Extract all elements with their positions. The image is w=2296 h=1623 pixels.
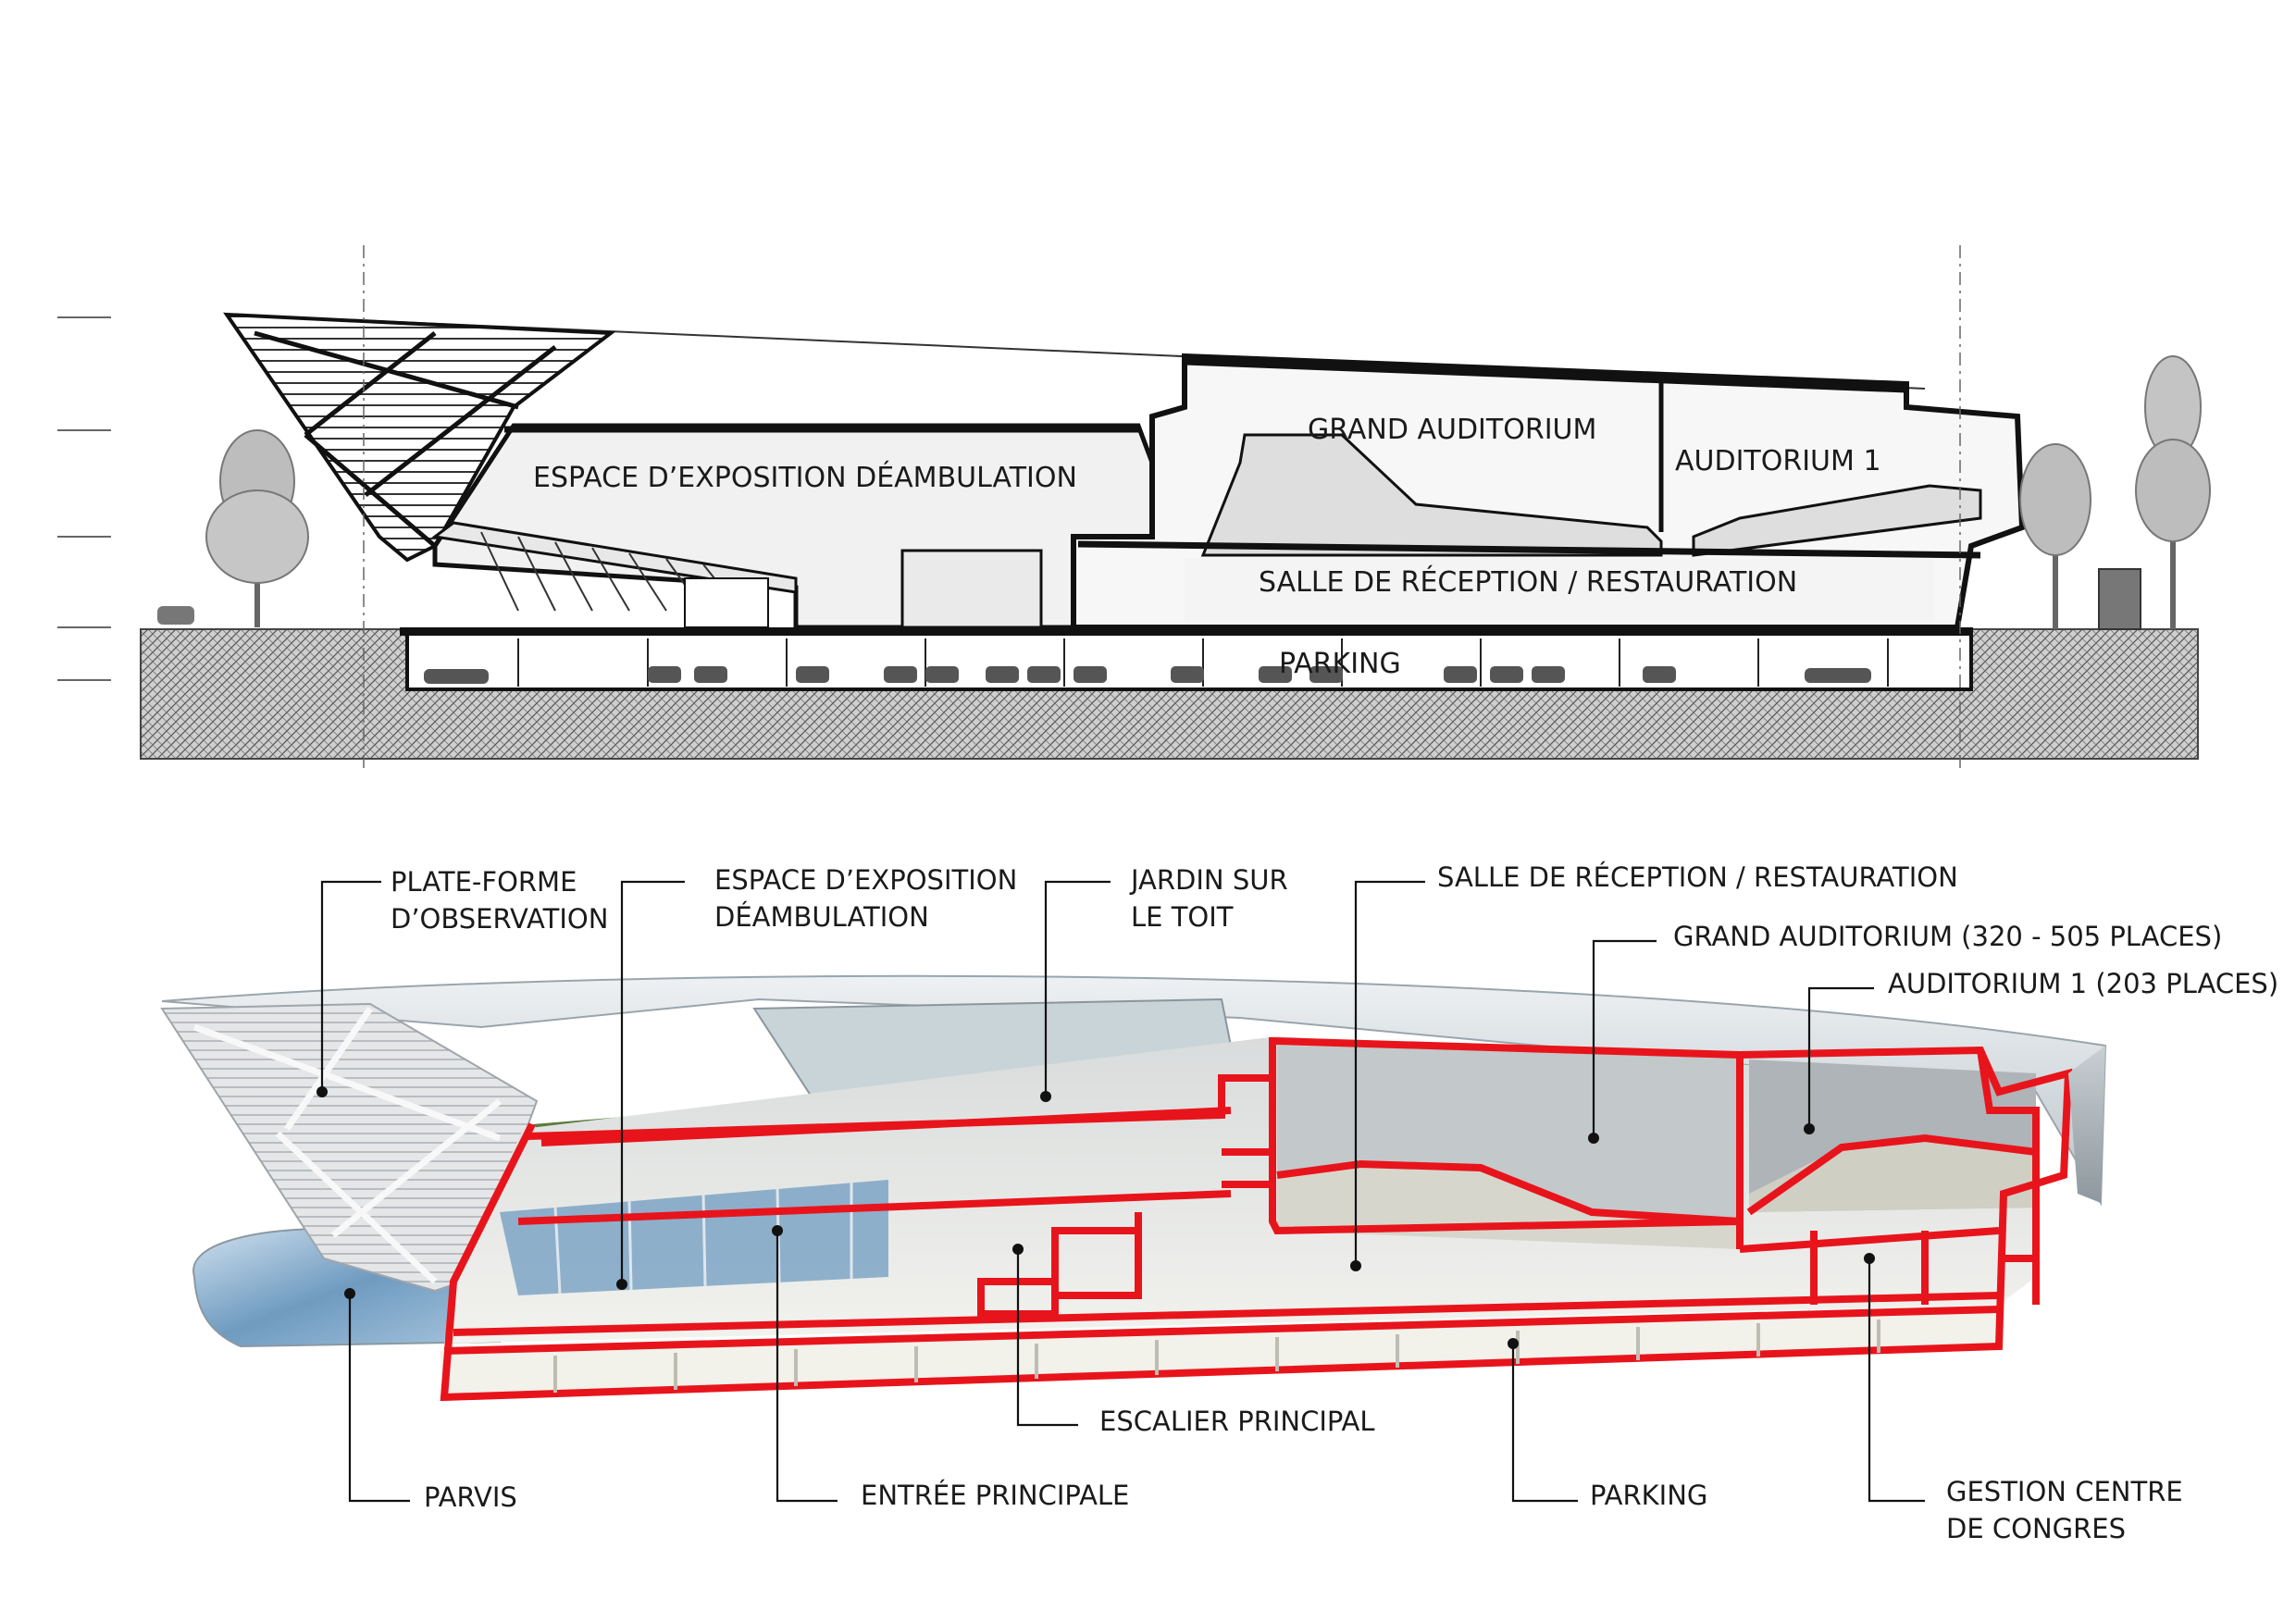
label-parking: PARKING bbox=[1279, 648, 1401, 680]
callout-leaders bbox=[320, 880, 1925, 1503]
callout-plateforme-1: PLATE-FORME bbox=[391, 866, 577, 898]
exhibition-hall bbox=[432, 423, 1155, 630]
callout-auditorium-1: AUDITORIUM 1 (203 PLACES) bbox=[1888, 968, 2278, 999]
label-salle-reception: SALLE DE RÉCEPTION / RESTAURATION bbox=[1259, 565, 1797, 599]
grand-auditorium-3d bbox=[1277, 1046, 1740, 1221]
right-shell bbox=[2068, 1046, 2105, 1203]
callout-gestion-1: GESTION CENTRE bbox=[1946, 1476, 2183, 1507]
level-markers bbox=[57, 316, 111, 681]
label-espace-exposition: ESPACE D’EXPOSITION DÉAMBULATION bbox=[533, 461, 1077, 494]
entrance-door bbox=[684, 577, 769, 628]
callout-gestion-2: DE CONGRES bbox=[1946, 1513, 2126, 1544]
building-section: ESPACE D’EXPOSITION DÉAMBULATION GRAND A… bbox=[57, 245, 2211, 768]
canopy-mullions bbox=[480, 531, 741, 612]
callout-dots bbox=[316, 1086, 1875, 1349]
cut-outline bbox=[440, 1036, 2073, 1402]
callout-salle: SALLE DE RÉCEPTION / RESTAURATION bbox=[1437, 861, 1958, 893]
label-auditorium-1: AUDITORIUM 1 bbox=[1675, 445, 1881, 477]
auditorium-roof-slab bbox=[1184, 356, 1907, 393]
callout-parvis: PARVIS bbox=[424, 1481, 517, 1513]
parking-3d bbox=[440, 1305, 1999, 1397]
grand-auditorium-seating bbox=[1200, 433, 1663, 557]
callout-parking: PARKING bbox=[1590, 1480, 1707, 1511]
callout-jardin-1: JARDIN SUR bbox=[1129, 864, 1288, 896]
roof-shell bbox=[161, 974, 2107, 1207]
stair-box bbox=[900, 549, 1043, 629]
callout-labels: PLATE-FORME D’OBSERVATION ESPACE D’EXPOS… bbox=[391, 861, 2278, 1544]
parked-cars bbox=[424, 666, 1871, 684]
callout-escalier: ESCALIER PRINCIPAL bbox=[1099, 1406, 1375, 1437]
callout-espace-2: DÉAMBULATION bbox=[714, 901, 929, 933]
auditorium1-seating bbox=[1692, 484, 1982, 557]
auditorium1-rake bbox=[1749, 1138, 2036, 1212]
reception-hall bbox=[1185, 559, 1934, 624]
truck bbox=[2098, 568, 2141, 630]
label-grand-auditorium: GRAND AUDITORIUM bbox=[1308, 414, 1596, 446]
platform-bracing-3d bbox=[192, 1007, 503, 1284]
platform-bracing bbox=[254, 330, 557, 548]
ground-slab bbox=[400, 627, 1973, 636]
entrance-canopy bbox=[431, 521, 798, 594]
car-left bbox=[157, 606, 194, 625]
tree-right-2 bbox=[2135, 355, 2211, 629]
cutaway-3d bbox=[160, 974, 2107, 1402]
tree-right-1 bbox=[2019, 443, 2091, 629]
tree-left bbox=[205, 429, 309, 627]
callout-grand-auditorium: GRAND AUDITORIUM (320 - 505 PLACES) bbox=[1673, 921, 2222, 952]
callout-espace-1: ESPACE D’EXPOSITION bbox=[714, 864, 1017, 896]
parking-columns-3d bbox=[553, 1319, 1880, 1393]
reception-slab bbox=[1077, 540, 1981, 559]
callout-plateforme-2: D’OBSERVATION bbox=[391, 903, 608, 935]
callout-jardin-2: LE TOIT bbox=[1131, 901, 1234, 933]
callout-entree: ENTRÉE PRINCIPALE bbox=[861, 1480, 1129, 1511]
